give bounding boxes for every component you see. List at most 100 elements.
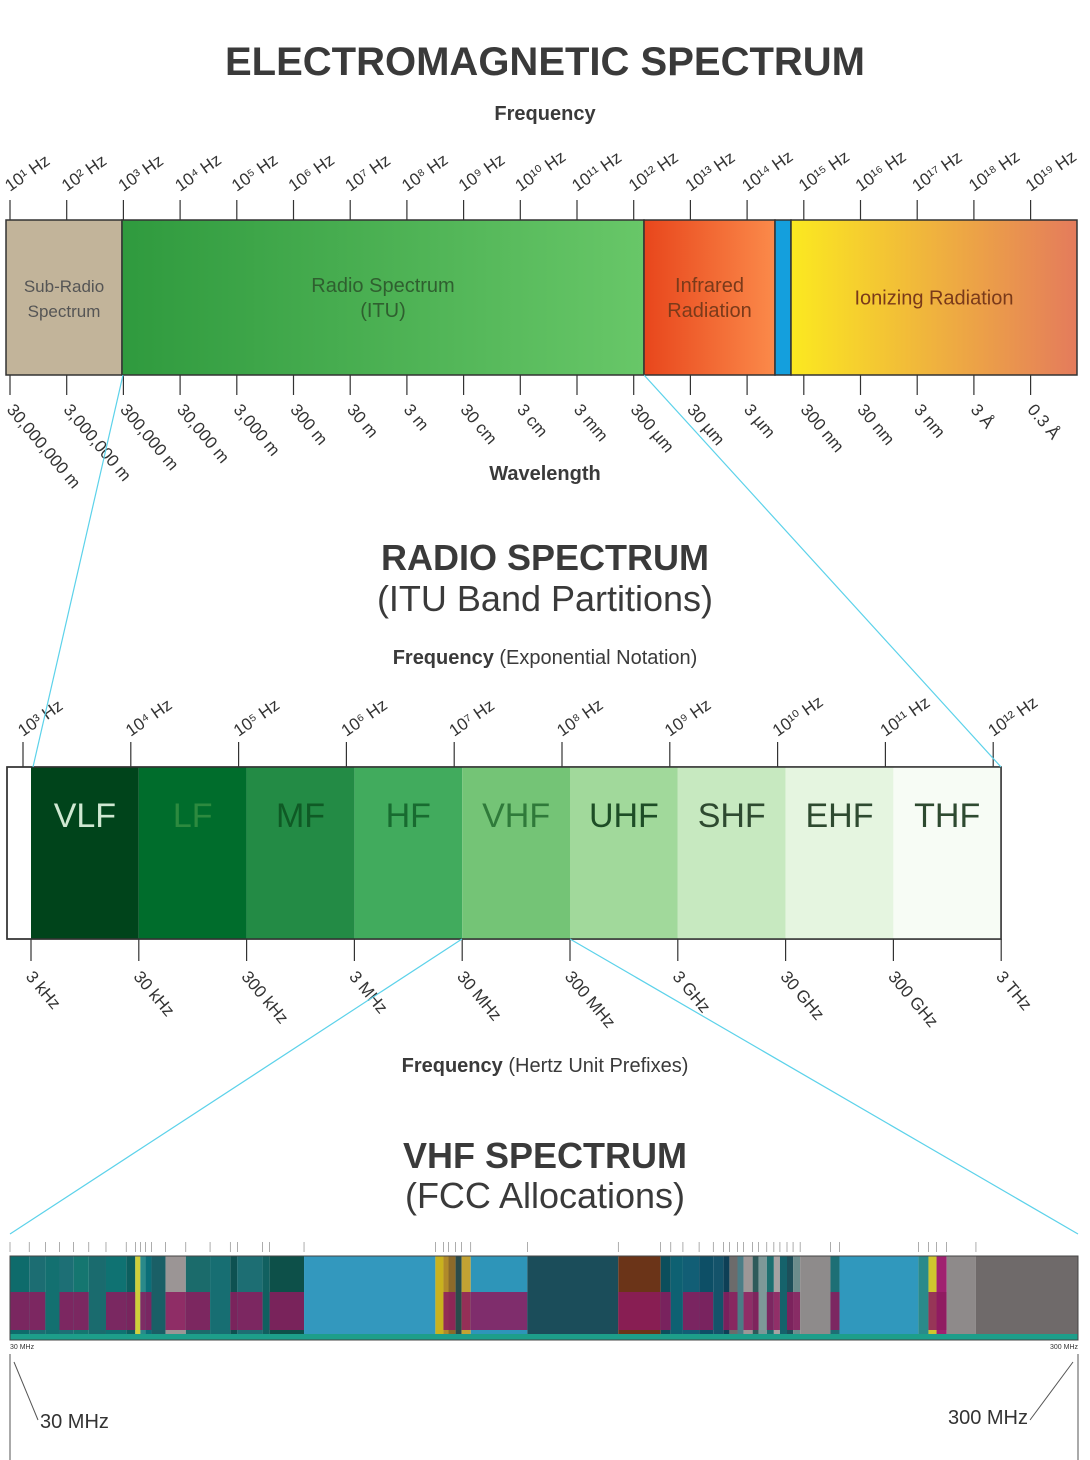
vhf-start-pointer xyxy=(13,1361,39,1421)
em-region-0 xyxy=(5,219,123,376)
em-wave-tick-label: 3 cm xyxy=(513,400,551,440)
radio-band-label: SHF xyxy=(698,797,766,835)
radio-prefix-tick-label: 300 kHz xyxy=(238,967,293,1027)
em-frequency-axis-title: Frequency xyxy=(494,103,596,125)
radio-prefix-tick-label: 30 MHz xyxy=(453,967,505,1024)
radio-exponential-axis-title-rest: (Exponential Notation) xyxy=(493,647,698,669)
vhf-allocation-subsegment xyxy=(165,1292,186,1330)
vhf-allocation-segment xyxy=(45,1256,60,1340)
vhf-allocation-segment xyxy=(304,1256,436,1340)
em-freq-tick-label: 10¹⁴ Hz xyxy=(738,147,796,195)
connector-vhf-right xyxy=(569,938,1079,1235)
connector-vhf-left xyxy=(9,938,463,1235)
connector-radio-left xyxy=(32,374,124,768)
radio-prefix-tick-label: 30 kHz xyxy=(130,967,179,1020)
vhf-allocation-segment xyxy=(800,1256,831,1340)
em-region-label: Radio Spectrum xyxy=(311,275,454,297)
vhf-end-label: 300 MHz xyxy=(948,1407,1028,1429)
vhf-allocation-subsegment xyxy=(660,1292,671,1330)
em-freq-tick-label: 10¹³ Hz xyxy=(682,148,739,196)
em-wave-tick-label: 3 µm xyxy=(740,400,779,441)
radio-band-label: VLF xyxy=(54,797,116,835)
radio-band-ehf xyxy=(785,767,894,939)
vhf-allocation-subsegment xyxy=(29,1292,46,1330)
radio-exponential-axis-title-bold: Frequency xyxy=(392,647,494,669)
em-freq-tick-label: 10¹² Hz xyxy=(625,148,682,196)
em-freq-tick-label: 10¹⁹ Hz xyxy=(1022,147,1080,195)
vhf-allocation-subsegment xyxy=(461,1292,471,1330)
em-wave-tick-label: 30 µm xyxy=(683,400,728,449)
vhf-allocation-subsegment xyxy=(699,1292,714,1330)
em-region-3 xyxy=(774,219,792,376)
em-region-1 xyxy=(121,219,645,376)
em-wave-tick-label: 3 Å xyxy=(967,400,998,432)
radio-subtitle: (ITU Band Partitions) xyxy=(376,578,714,619)
em-wave-tick-label: 3 nm xyxy=(910,400,949,441)
vhf-allocation-subsegment xyxy=(729,1292,738,1330)
radio-band-vhf xyxy=(462,767,570,939)
vhf-allocation-subsegment xyxy=(928,1292,937,1330)
vhf-end-pointer xyxy=(1029,1361,1074,1421)
radio-prefix-axis-title-rest: (Hertz Unit Prefixes) xyxy=(502,1055,689,1077)
vhf-allocation-segment xyxy=(918,1256,929,1340)
radio-exp-tick-label: 10¹² Hz xyxy=(985,693,1042,741)
radio-band-label: LF xyxy=(173,797,213,835)
radio-prefix-tick-label: 300 GHz xyxy=(884,967,942,1031)
radio-prefix-axis-title: Frequency (Hertz Unit Prefixes) xyxy=(0,1055,1090,1078)
vhf-allocation-subsegment xyxy=(682,1292,700,1330)
em-region-label: Infrared xyxy=(675,275,744,297)
vhf-small-start-label: 30 MHz xyxy=(10,1344,35,1351)
em-wave-tick-label: 3 mm xyxy=(570,400,612,445)
vhf-allocation-subsegment xyxy=(830,1292,840,1330)
em-freq-tick-label: 10² Hz xyxy=(58,151,110,195)
em-wavelength-axis-title: Wavelength xyxy=(489,463,601,485)
em-freq-tick-label: 10⁴ Hz xyxy=(171,150,224,195)
vhf-baseline-band xyxy=(10,1334,1078,1340)
vhf-allocation-segment xyxy=(713,1256,724,1340)
em-freq-tick-label: 10¹⁷ Hz xyxy=(909,147,966,195)
vhf-allocation-segment xyxy=(839,1256,919,1340)
radio-exponential-axis-title: Frequency (Exponential Notation) xyxy=(0,647,1090,670)
vhf-allocation-subsegment xyxy=(237,1292,263,1330)
em-region-label: Spectrum xyxy=(28,302,101,321)
em-wave-tick-label: 3 m xyxy=(400,400,433,434)
vhf-allocation-subsegment xyxy=(618,1292,661,1330)
em-wave-tick-label: 30 nm xyxy=(853,400,898,448)
radio-band-label: VHF xyxy=(482,797,550,835)
vhf-allocation-segment xyxy=(779,1256,788,1340)
vhf-allocation-subsegment xyxy=(443,1292,449,1330)
vhf-allocation-segment xyxy=(527,1256,619,1340)
radio-exp-tick-label: 10⁵ Hz xyxy=(230,695,283,740)
vhf-allocation-segment xyxy=(737,1256,744,1340)
vhf-allocation-subsegment xyxy=(787,1292,794,1330)
em-wave-tick-label: 0.3 Å xyxy=(1024,400,1064,443)
vhf-allocation-segment xyxy=(135,1256,141,1340)
radio-band-label: EHF xyxy=(806,797,874,835)
radio-band-uhf xyxy=(570,767,678,939)
vhf-outline xyxy=(9,1255,1079,1341)
radio-band-label: THF xyxy=(914,797,980,835)
em-freq-tick-label: 10¹⁵ Hz xyxy=(795,147,853,195)
em-wave-tick-label: 30 cm xyxy=(457,400,501,448)
em-region-label: Radiation xyxy=(667,300,752,322)
em-wave-tick-label: 30 m xyxy=(343,400,382,441)
vhf-allocation-subsegment xyxy=(752,1292,759,1330)
vhf-allocation-subsegment xyxy=(126,1292,136,1330)
radio-band-vlf xyxy=(31,767,139,939)
em-freq-tick-label: 10¹⁰ Hz xyxy=(512,147,570,195)
radio-prefix-tick-label: 3 THz xyxy=(992,967,1036,1014)
em-wave-tick-label: 300 µm xyxy=(627,400,678,456)
vhf-allocation-subsegment xyxy=(766,1292,774,1330)
em-title: ELECTROMAGNETIC SPECTRUM xyxy=(225,40,865,84)
em-freq-tick-label: 10⁷ Hz xyxy=(342,151,394,196)
em-freq-tick-label: 10⁸ Hz xyxy=(398,150,451,195)
em-freq-tick-label: 10¹⁶ Hz xyxy=(852,147,910,195)
radio-band-label: MF xyxy=(276,797,325,835)
em-wave-tick-label: 3,000 m xyxy=(230,400,284,459)
vhf-allocation-segment xyxy=(670,1256,683,1340)
vhf-allocation-subsegment xyxy=(470,1292,528,1330)
